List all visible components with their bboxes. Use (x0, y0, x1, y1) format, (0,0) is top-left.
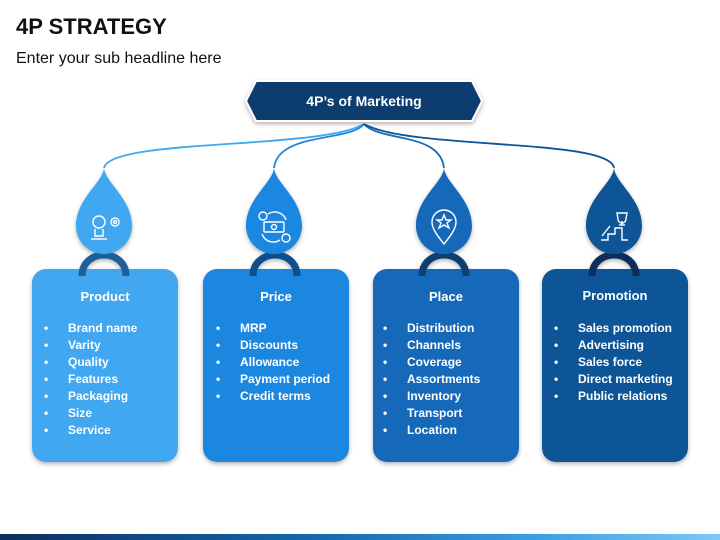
pillar-title-product: Product (80, 289, 130, 304)
list-item: Inventory (381, 388, 480, 405)
location-star-icon (431, 209, 457, 246)
bottom-accent-bar (0, 534, 720, 540)
pillar-title-promotion: Promotion (582, 288, 648, 303)
list-item: Sales force (552, 354, 673, 371)
pillar-title-price: Price (260, 289, 292, 304)
list-item: MRP (214, 320, 330, 337)
list-item: Varity (42, 337, 137, 354)
list-item: Coverage (381, 354, 480, 371)
list-item: Payment period (214, 371, 330, 388)
idea-gear-icon (91, 215, 120, 240)
list-item: Distribution (381, 320, 480, 337)
hanger-price (249, 251, 301, 277)
list-item: Allowance (214, 354, 330, 371)
list-item: Features (42, 371, 137, 388)
list-item: Channels (381, 337, 480, 354)
list-item: Service (42, 422, 137, 439)
pillar-list-place: Distribution Channels Coverage Assortmen… (381, 320, 480, 439)
drop-price (246, 167, 302, 254)
list-item: Packaging (42, 388, 137, 405)
list-item: Location (381, 422, 480, 439)
hub-box (244, 80, 484, 122)
connector-promotion (363, 123, 615, 169)
hub-label: 4P’s of Marketing (306, 93, 422, 109)
list-item: Transport (381, 405, 480, 422)
list-item: Direct marketing (552, 371, 673, 388)
connector-product (103, 123, 365, 169)
pillar-list-promotion: Sales promotion Advertising Sales force … (552, 320, 673, 405)
list-item: Sales promotion (552, 320, 673, 337)
connector-price (273, 123, 365, 169)
list-item: Brand name (42, 320, 137, 337)
connector-place (363, 123, 445, 169)
list-item: Size (42, 405, 137, 422)
list-item: Quality (42, 354, 137, 371)
list-item: Advertising (552, 337, 673, 354)
pillar-list-product: Brand name Varity Quality Features Packa… (42, 320, 137, 439)
list-item: Discounts (214, 337, 330, 354)
pillar-price (203, 167, 349, 462)
money-cycle-icon (258, 211, 291, 243)
connector-lines (103, 123, 615, 169)
list-item: Assortments (381, 371, 480, 388)
hanger-place (418, 251, 470, 277)
list-item: Credit terms (214, 388, 330, 405)
pillar-title-place: Place (429, 289, 463, 304)
trophy-stairs-icon (601, 212, 628, 241)
list-item: Public relations (552, 388, 673, 405)
pillar-list-price: MRP Discounts Allowance Payment period C… (214, 320, 330, 405)
drop-promotion (586, 167, 642, 254)
slide-title: 4P STRATEGY (16, 14, 167, 39)
slide-subtitle: Enter your sub headline here (16, 50, 222, 67)
hanger-promotion (588, 251, 640, 277)
hanger-product (78, 251, 130, 277)
pillar-promotion (542, 167, 688, 462)
drop-product (76, 167, 132, 254)
